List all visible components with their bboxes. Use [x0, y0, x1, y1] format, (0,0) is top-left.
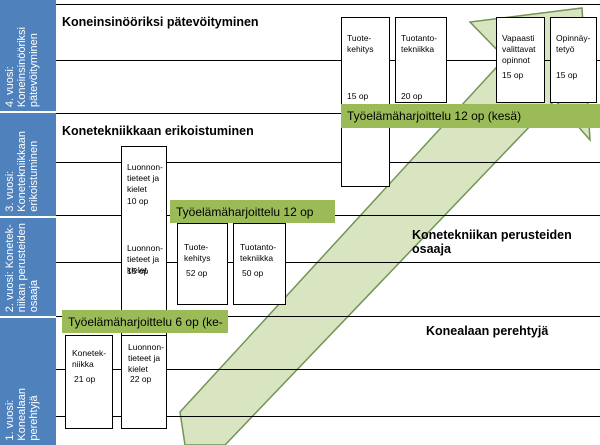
course-credits: 15 op	[347, 91, 369, 101]
year-4-title: Koneinsinööriksi pätevöityminen	[62, 15, 259, 29]
course-y1-luonnontieteet: Luonnon- tieteet ja kielet 22 op	[121, 335, 167, 429]
year-2-cell: 2. vuosi: Konetek- niikan perusteiden os…	[0, 218, 56, 318]
course-credits: 22 op	[130, 374, 152, 384]
course-credits: 15 op	[127, 266, 149, 276]
row-line	[56, 162, 600, 163]
internship-year-4: Työelämäharjoittelu 12 op (kesä)	[341, 104, 600, 128]
course-y4-opinnaytetyo: Opinnäy- tetyö 15 op	[550, 17, 597, 103]
year-3-title: Konetekniikkaan erikoistuminen	[62, 124, 254, 138]
row-line	[56, 113, 600, 114]
course-y2-tuotekehitys: Tuote- kehitys 52 op	[177, 223, 228, 305]
year-1-label: 1. vuosi: Konealaan perehtyjä	[4, 388, 40, 441]
course-credits: 20 op	[401, 91, 423, 101]
course-credits: 10 op	[127, 196, 149, 206]
course-y4-tuotantotekniikka: Tuotanto- tekniikka 20 op	[395, 17, 447, 103]
course-name: Tuote- kehitys	[347, 33, 374, 54]
course-credits: 52 op	[186, 268, 208, 278]
year-4-cell: 4. vuosi: Koneinsinööriksi pätevöitymine…	[0, 0, 56, 113]
course-name: Tuote- kehitys	[184, 242, 211, 263]
internship-year-1: Työelämäharjoittelu 6 op (ke-	[62, 310, 228, 333]
row-line	[56, 369, 600, 370]
course-name: Tuotanto- tekniikka	[240, 242, 277, 263]
year-2-title: Konetekniikan perusteiden osaaja	[412, 228, 572, 256]
course-y4-vapaasti-valittavat: Vapaasti valittavat opinnot 15 op	[496, 17, 545, 103]
course-credits: 15 op	[502, 70, 524, 80]
year-sidebar: 4. vuosi: Koneinsinööriksi pätevöitymine…	[0, 0, 56, 445]
course-credits: 15 op	[556, 70, 578, 80]
course-credits: 21 op	[74, 374, 96, 384]
course-y2-tuotantotekniikka: Tuotanto- tekniikka 50 op	[233, 223, 286, 305]
course-name: Luonnon- tieteet ja kielet	[127, 162, 163, 194]
course-credits: 50 op	[242, 268, 264, 278]
course-name: Tuotanto- tekniikka	[401, 33, 438, 54]
course-name: Opinnäy- tetyö	[556, 33, 591, 54]
row-line	[56, 416, 600, 417]
year-1-cell: 1. vuosi: Konealaan perehtyjä	[0, 318, 56, 445]
row-line	[56, 316, 600, 317]
row-line	[56, 262, 600, 263]
internship-year-3: Työelämäharjoittelu 12 op	[170, 200, 335, 223]
row-line	[56, 4, 600, 5]
course-y4-tuotekehitys: Tuote- kehitys 15 op	[341, 17, 390, 187]
row-line	[56, 60, 600, 61]
year-4-label: 4. vuosi: Koneinsinööriksi pätevöitymine…	[4, 26, 40, 107]
year-3-label: 3. vuosi: Konetekniikkaan erikoistuminen	[4, 131, 40, 212]
year-3-cell: 3. vuosi: Konetekniikkaan erikoistuminen	[0, 113, 56, 218]
course-y1-konetekniikka: Konetek- niikka 21 op	[65, 335, 113, 429]
year-2-label: 2. vuosi: Konetek- niikan perusteiden os…	[4, 222, 40, 312]
year-1-title: Konealaan perehtyjä	[426, 324, 549, 338]
course-name: Luonnon- tieteet ja kielet	[127, 243, 163, 275]
course-name: Konetek- niikka	[72, 348, 107, 369]
course-name: Vapaasti valittavat opinnot	[502, 33, 536, 65]
course-name: Luonnon- tieteet ja kielet	[128, 342, 164, 374]
course-y2-luonnontieteet: Luonnon- tieteet ja kielet 15 op	[121, 228, 167, 312]
